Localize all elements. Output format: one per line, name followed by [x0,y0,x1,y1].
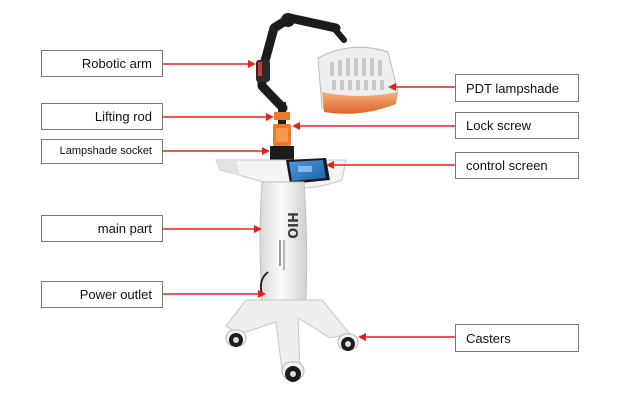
label-power-outlet: Power outlet [41,281,163,308]
lifting-rod [273,102,291,146]
label-control-screen: control screen [455,152,579,179]
label-robotic-arm: Robotic arm [41,50,163,77]
label-lock-screw: Lock screw [455,112,579,139]
label-pdt-lampshade: PDT lampshade [455,74,579,102]
label-lifting-rod: Lifting rod [41,103,163,130]
main-part: HIO [259,181,308,301]
label-casters: Casters [455,324,579,352]
label-main-part: main part [41,215,163,242]
casters [225,329,359,382]
robotic-arm [256,13,347,113]
lampshade-socket [270,146,294,160]
device-print: HIO [284,212,299,239]
pdt-lampshade [317,46,399,114]
power-cable [259,271,269,295]
label-lampshade-socket: Lampshade socket [41,139,163,164]
control-screen [286,158,330,184]
